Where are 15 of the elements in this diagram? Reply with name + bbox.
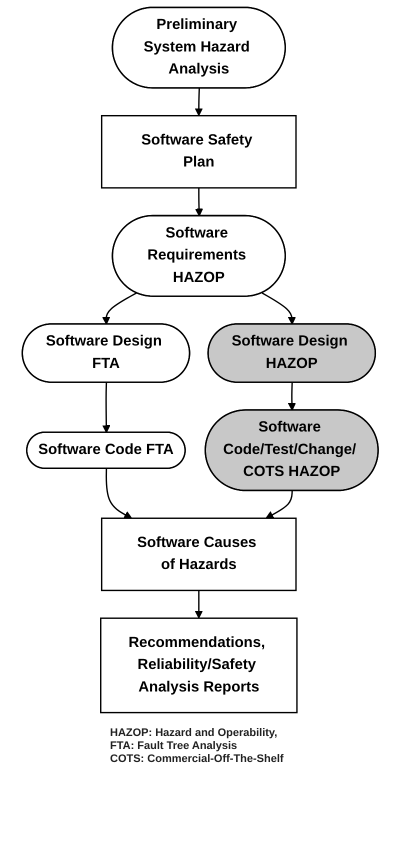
arrow bbox=[262, 292, 296, 325]
node-box: Recommendations, Reliability/Safety Analysis Reports bbox=[100, 618, 298, 714]
arrow bbox=[106, 468, 132, 519]
note-text: COTS: Commercial-Off-The-Shelf bbox=[110, 753, 285, 765]
arrow bbox=[288, 382, 296, 411]
node-box: Software Causes of Hazards bbox=[100, 518, 297, 592]
arrow bbox=[194, 88, 203, 116]
arrow bbox=[194, 590, 203, 619]
node-box: Software Safety Plan bbox=[100, 114, 297, 189]
arrow bbox=[102, 292, 137, 325]
arrow bbox=[102, 382, 110, 434]
arrow bbox=[266, 490, 293, 519]
note-text: HAZOP: Hazard and Operability, bbox=[110, 727, 278, 739]
arrow bbox=[194, 188, 204, 216]
note-text: FTA: Fault Tree Analysis bbox=[110, 740, 238, 752]
